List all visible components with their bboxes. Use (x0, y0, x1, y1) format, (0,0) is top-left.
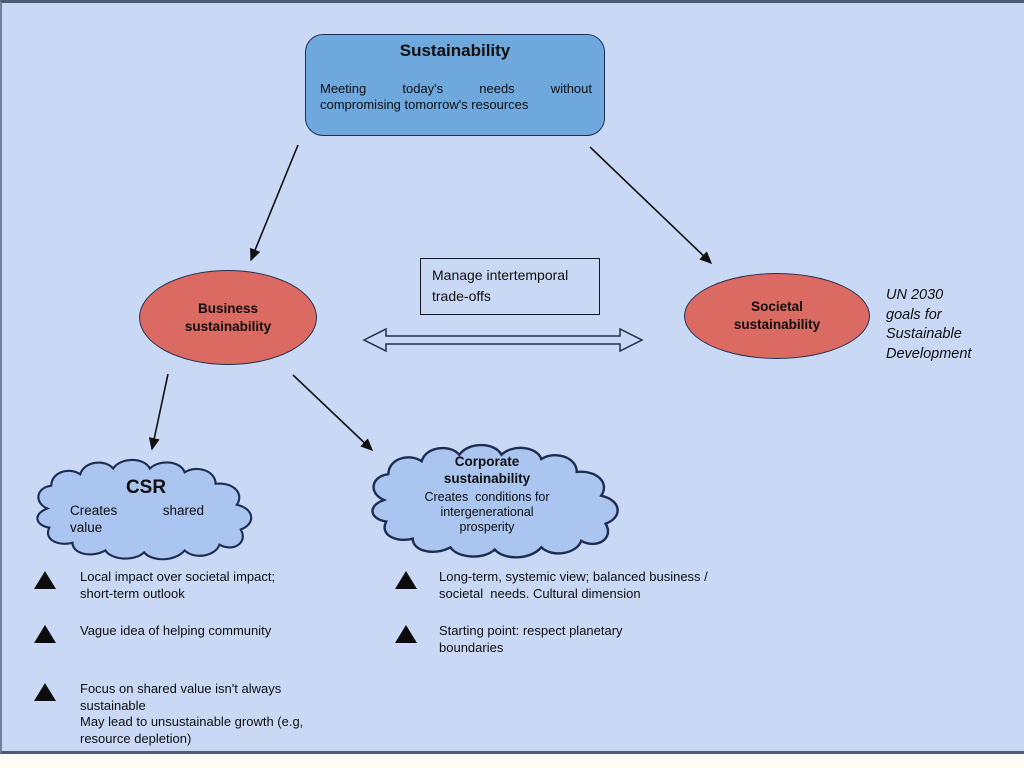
cloud-shape-icon (36, 458, 253, 561)
csr-bullet-item: Local impact over societal impact; short… (34, 569, 364, 602)
sustainability-node: Sustainability Meeting today's needs wit… (305, 34, 605, 136)
bullet-text: Focus on shared value isn't always susta… (80, 681, 304, 746)
triangle-bullet-icon (395, 571, 417, 589)
cloud-shape-icon (371, 443, 619, 559)
bullet-text: Starting point: respect planetary bounda… (439, 623, 623, 655)
csr-cloud-node: CSR Creates shared value (30, 458, 262, 561)
csr-title: CSR (125, 477, 167, 498)
manage-tradeoffs-node: Manage intertemporal trade-offs (420, 258, 600, 315)
csr-body-line-2: value (70, 520, 103, 535)
arrow-business-to-corporate (292, 374, 374, 452)
triangle-bullet-icon (34, 571, 56, 589)
corporate-bullet-item: Starting point: respect planetary bounda… (395, 623, 765, 656)
arrow-business-to-csr (148, 373, 169, 451)
bullet-text: Long-term, systemic view; balanced busin… (439, 569, 708, 601)
csr-body-line-1: Creates shared (70, 503, 204, 518)
definition-line-1: Meeting today's needs without (320, 81, 592, 96)
sustainability-definition: Meeting today's needs without compromisi… (320, 81, 592, 112)
double-headed-tradeoff-arrow (362, 327, 644, 353)
csr-bullet-item: Vague idea of helping community (34, 623, 364, 643)
triangle-bullet-icon (395, 625, 417, 643)
bullet-text: Local impact over societal impact; short… (80, 569, 276, 601)
arrow-sustainability-to-societal (589, 146, 713, 265)
corporate-sustainability-cloud-node: Corporate sustainability Creates conditi… (364, 443, 630, 559)
triangle-bullet-icon (34, 683, 56, 701)
definition-line-2: compromising tomorrow's resources (320, 96, 529, 112)
corporate-bullet-item: Long-term, systemic view; balanced busin… (395, 569, 765, 602)
arrow-sustainability-to-business (250, 144, 299, 262)
bullet-text: Vague idea of helping community (80, 623, 272, 638)
un-2030-note: UN 2030 goals for Sustainable Developmen… (886, 287, 972, 362)
triangle-bullet-icon (34, 625, 56, 643)
corporate-cloud-title: Corporate sustainability (443, 454, 531, 486)
business-sustainability-node: Business sustainability (139, 270, 317, 365)
societal-sustainability-node: Societal sustainability (684, 273, 870, 359)
csr-bullet-item: Focus on shared value isn't always susta… (34, 681, 364, 747)
corporate-cloud-body: Creates conditions for intergenerational… (424, 490, 550, 534)
sustainability-title: Sustainability (399, 41, 511, 60)
